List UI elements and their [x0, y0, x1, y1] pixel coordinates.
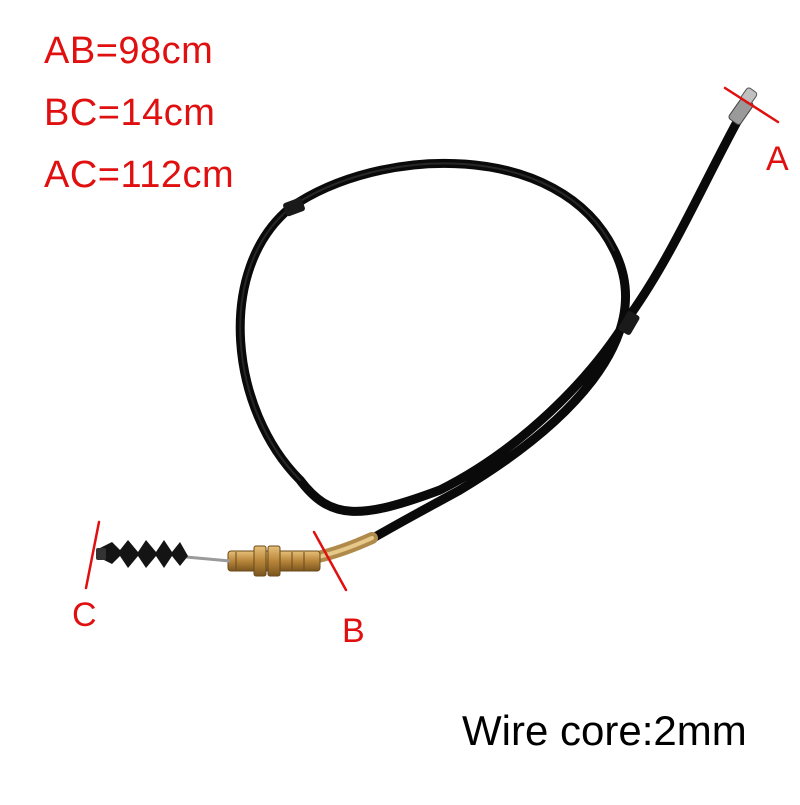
cable-sleeve-2 [283, 197, 305, 217]
cable-loop [235, 115, 743, 545]
marker-c [84, 520, 101, 590]
dimension-ab: AB=98cm [44, 30, 214, 72]
rubber-boot [96, 540, 188, 568]
wire-core-caption: Wire core:2mm [462, 707, 747, 754]
dimension-ac: AC=112cm [44, 154, 235, 196]
dimension-bc: BC=14cm [44, 92, 216, 134]
marker-b [312, 530, 348, 592]
marker-a [723, 86, 780, 124]
end-fitting-b [227, 532, 378, 577]
point-label-c: C [72, 596, 97, 634]
inner-wire [185, 555, 231, 563]
point-label-a: A [766, 140, 789, 178]
cable-sleeve [618, 311, 640, 335]
annotation-marks [84, 86, 780, 592]
point-label-b: B [342, 612, 365, 650]
